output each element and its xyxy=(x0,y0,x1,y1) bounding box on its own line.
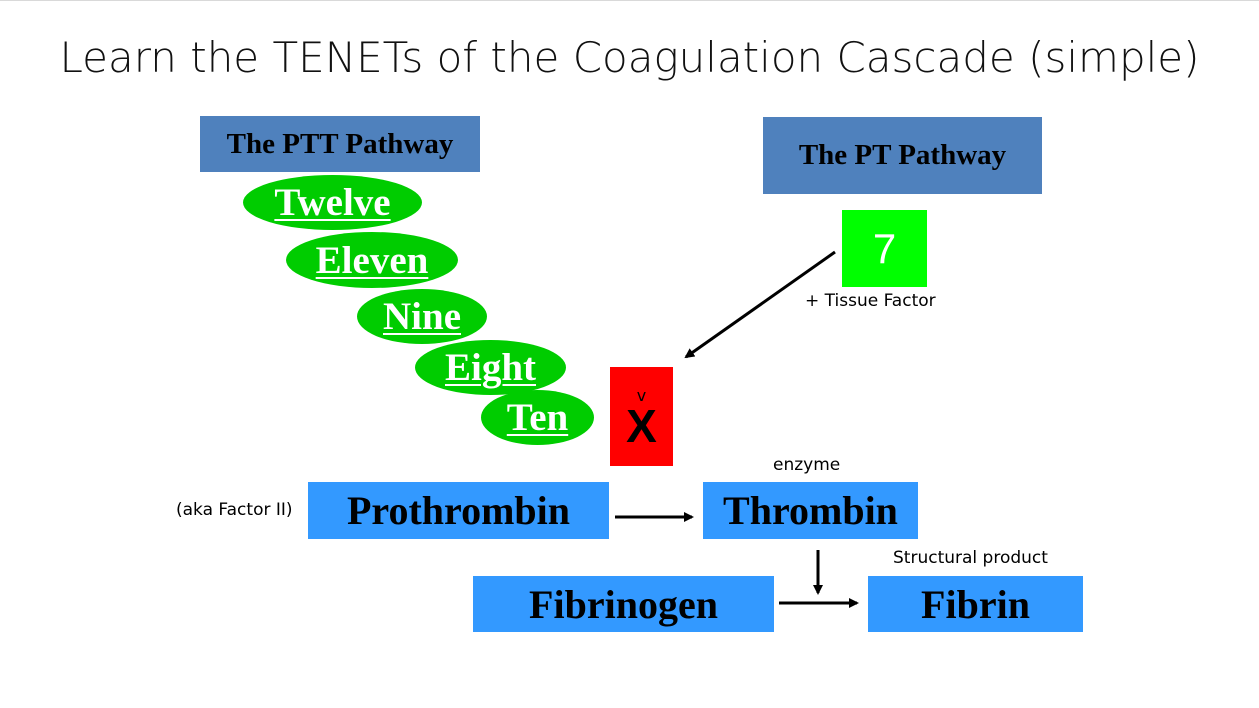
pt-pathway-header: The PT Pathway xyxy=(763,117,1042,194)
factor-eleven-label: Eleven xyxy=(315,238,429,282)
factor-x-label: X xyxy=(626,399,657,452)
factor-twelve: Twelve xyxy=(243,175,422,230)
enzyme-label: enzyme xyxy=(773,455,841,475)
factor-ten: Ten xyxy=(481,390,594,445)
slide-title: Learn the TENETs of the Coagulation Casc… xyxy=(59,33,1200,82)
factor-nine: Nine xyxy=(357,289,487,344)
prothrombin-label: Prothrombin xyxy=(347,488,570,533)
factor-eleven: Eleven xyxy=(286,232,458,288)
fibrin-label: Fibrin xyxy=(921,581,1030,627)
structural-product-label: Structural product xyxy=(893,548,1048,568)
factor-twelve-label: Twelve xyxy=(274,181,391,224)
factor-eight: Eight xyxy=(415,340,566,395)
factor-eight-label: Eight xyxy=(444,346,537,389)
factor-x-box: v X xyxy=(610,367,673,466)
pt-pathway-label: The PT Pathway xyxy=(798,139,1007,171)
fibrinogen-box: Fibrinogen xyxy=(473,576,774,632)
fibrinogen-label: Fibrinogen xyxy=(529,581,718,627)
tissue-factor-label: + Tissue Factor xyxy=(805,291,936,311)
factor-x-caret: v xyxy=(636,385,647,405)
factor-7-label: 7 xyxy=(872,224,897,272)
prothrombin-box: Prothrombin xyxy=(308,482,609,539)
factor-7-box: 7 xyxy=(842,210,927,287)
factor-nine-label: Nine xyxy=(383,295,461,338)
ptt-pathway-header: The PTT Pathway xyxy=(200,116,480,172)
factor-ten-label: Ten xyxy=(506,396,569,439)
aka-factor-ii-label: (aka Factor II) xyxy=(176,500,293,520)
ptt-pathway-label: The PTT Pathway xyxy=(226,127,454,160)
thrombin-box: Thrombin xyxy=(703,482,918,539)
thrombin-label: Thrombin xyxy=(723,488,898,533)
fibrin-box: Fibrin xyxy=(868,576,1083,632)
